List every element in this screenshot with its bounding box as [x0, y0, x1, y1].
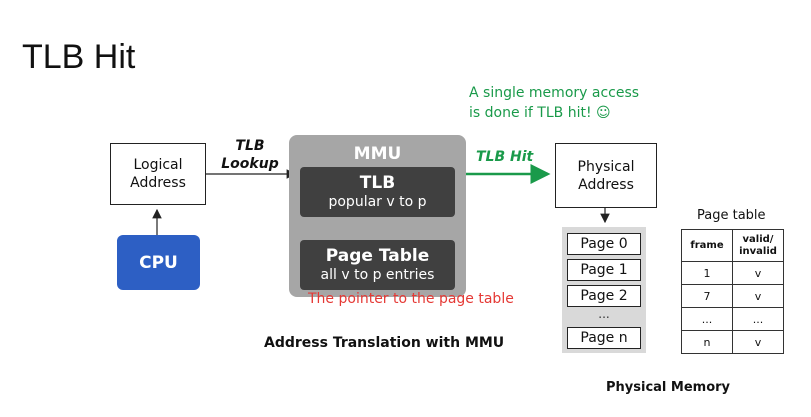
tlb-lookup-label: TLB Lookup: [219, 137, 281, 173]
logical-address-line-2: Address: [130, 175, 186, 191]
page-table-title: Page Table: [325, 246, 430, 266]
frame-cell: n: [681, 330, 733, 354]
physical-memory-label: Physical Memory: [606, 380, 731, 395]
frame-cell: 7: [681, 284, 733, 308]
note-line-1: A single memory access: [469, 85, 640, 101]
tlb-hit-label: TLB Hit: [476, 149, 534, 165]
logical-address-box: Logical Address: [110, 143, 206, 205]
physical-address-box: Physical Address: [555, 143, 657, 208]
table-row: ... ...: [681, 307, 784, 331]
page-ellipsis: ...: [598, 307, 610, 321]
valid-cell: v: [732, 284, 784, 308]
table-header-row: frame valid/ invalid: [681, 229, 784, 262]
cpu-box: CPU: [117, 235, 200, 290]
header-valid-invalid: valid/ invalid: [732, 229, 784, 262]
side-page-table: frame valid/ invalid 1 v 7 v ... ... n v: [681, 229, 784, 354]
table-row: n v: [681, 330, 784, 354]
page-1: Page 1: [567, 259, 641, 281]
valid-cell: v: [732, 330, 784, 354]
page-2: Page 2: [567, 285, 641, 307]
header-valid-line-1: valid/: [742, 233, 774, 245]
tlb-hit-note: A single memory access is done if TLB hi…: [469, 83, 639, 123]
side-page-table-title: Page table: [697, 208, 766, 223]
note-line-2: is done if TLB hit! ☺: [469, 105, 611, 121]
page-0: Page 0: [567, 233, 641, 255]
tlb-box: TLB popular v to p: [300, 167, 455, 217]
frame-cell: 1: [681, 261, 733, 285]
table-row: 7 v: [681, 284, 784, 308]
table-row: 1 v: [681, 261, 784, 285]
tlb-lookup-line-1: TLB: [235, 138, 265, 154]
header-frame: frame: [681, 229, 733, 262]
page-table-subtitle: all v to p entries: [320, 267, 435, 283]
physical-memory-block: Page 0 Page 1 Page 2 ... Page n: [562, 227, 646, 353]
tlb-lookup-line-2: Lookup: [221, 156, 279, 172]
page-n: Page n: [567, 327, 641, 349]
tlb-subtitle: popular v to p: [328, 194, 427, 210]
valid-cell: ...: [732, 307, 784, 331]
physical-address-line-1: Physical: [577, 158, 635, 175]
frame-cell: ...: [681, 307, 733, 331]
physical-address-line-2: Address: [578, 176, 634, 193]
mmu-label: MMU: [353, 144, 402, 164]
pointer-annotation: The pointer to the page table: [308, 291, 514, 307]
page-table-box: Page Table all v to p entries: [300, 240, 455, 290]
logical-address-line-1: Logical: [133, 157, 183, 173]
valid-cell: v: [732, 261, 784, 285]
header-valid-line-2: invalid: [739, 245, 777, 257]
diagram-caption: Address Translation with MMU: [264, 335, 505, 351]
tlb-title: TLB: [359, 173, 396, 193]
slide-title: TLB Hit: [22, 38, 136, 76]
